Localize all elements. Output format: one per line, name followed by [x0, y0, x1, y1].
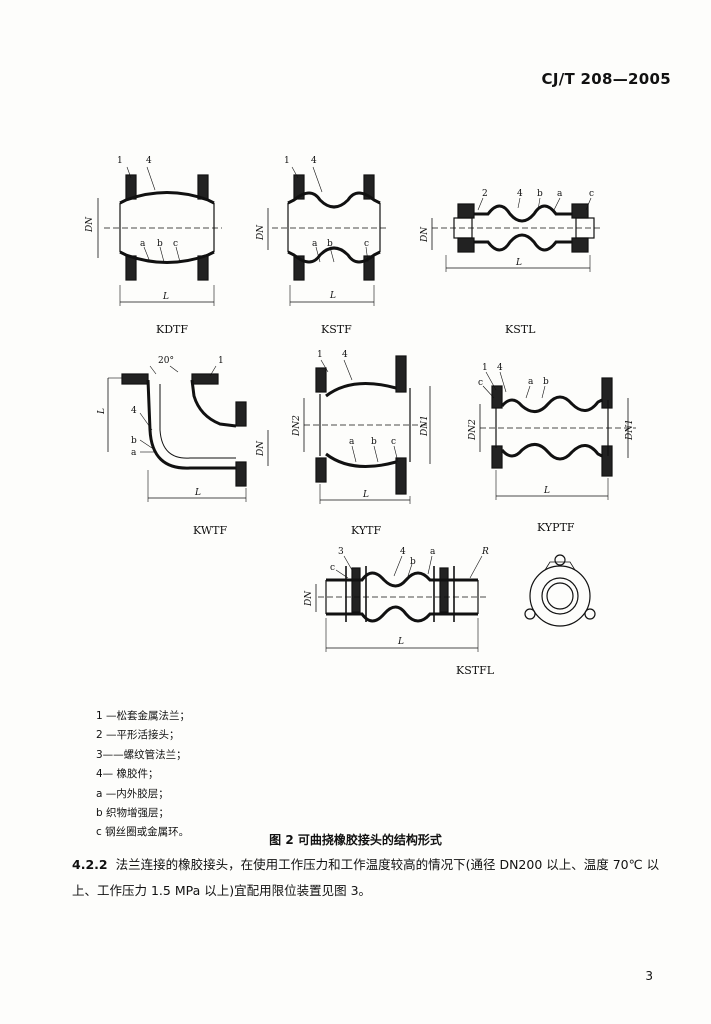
- standard-header: CJ/T 208—2005: [541, 70, 671, 88]
- drawing-kstfl: 3 c 4 b a R DN L: [304, 547, 596, 652]
- label-kstl-c: c: [589, 189, 594, 199]
- label-kwtf-20deg: 20°: [158, 356, 174, 366]
- label-kdtf-l: L: [162, 292, 169, 302]
- label-kdtf-dn: DN: [85, 216, 95, 233]
- label-kstfl-4: 4: [400, 547, 406, 557]
- label-kstl-b: b: [537, 189, 543, 199]
- legend-item: 2 —平形活接头；: [96, 729, 180, 742]
- label-kwtf-l-vertical: L: [97, 408, 107, 415]
- figure-legend: 1 —松套金属法兰； 2 —平形活接头； 3——螺纹管法兰； 4— 橡胶件； a…: [96, 707, 190, 843]
- label-kwtf-l-horizontal: L: [194, 488, 201, 498]
- legend-item: 1 —松套金属法兰；: [96, 710, 191, 722]
- label-kstf-a: a: [312, 239, 318, 249]
- label-kstf-l: L: [329, 291, 336, 301]
- label-kstl-l: L: [515, 258, 522, 268]
- label-kytf-c: c: [391, 437, 396, 447]
- label-kdtf-c: c: [173, 239, 178, 249]
- label-kstl-a: a: [557, 189, 563, 199]
- label-kstf-b: b: [327, 239, 333, 249]
- label-kstl-2: 2: [482, 189, 488, 199]
- caption-kstf: KSTF: [321, 323, 352, 336]
- legend-item: 3——螺纹管法兰；: [96, 748, 187, 761]
- label-kyptf-b: b: [543, 377, 549, 387]
- label-kstf-dn: DN: [256, 224, 266, 241]
- label-kwtf-a: a: [131, 448, 137, 458]
- label-kyptf-dn2: DN2: [468, 419, 478, 441]
- label-kyptf-dn1: DN1: [625, 419, 635, 441]
- caption-kyptf: KYPTF: [537, 521, 575, 534]
- label-kytf-b: b: [371, 437, 377, 447]
- legend-item: b 织物增强层；: [96, 807, 170, 820]
- label-kytf-1: 1: [317, 350, 323, 360]
- label-kdtf-1: 1: [117, 156, 123, 166]
- label-kstfl-dn: DN: [304, 590, 314, 607]
- caption-kstl: KSTL: [505, 323, 536, 336]
- label-kytf-dn1: DN1: [420, 415, 430, 437]
- figure-2-drawings: 1 4 a b c DN L 1 4 a b c DN L: [85, 156, 636, 652]
- label-kstfl-a: a: [430, 547, 436, 557]
- drawing-kwtf: 20° 1 L 4 b a DN L: [97, 356, 269, 502]
- label-kytf-dn2: DN2: [292, 415, 302, 437]
- page-number: 3: [645, 969, 653, 983]
- caption-kdtf: KDTF: [156, 323, 189, 336]
- label-kdtf-b: b: [157, 239, 163, 249]
- label-kyptf-4: 4: [497, 363, 503, 373]
- drawing-kstf: 1 4 a b c DN L: [256, 156, 388, 306]
- label-kwtf-dn: DN: [256, 440, 266, 457]
- label-kstfl-l: L: [397, 637, 404, 647]
- label-kytf-l: L: [362, 490, 369, 500]
- figure-title: 图 2 可曲挠橡胶接头的结构形式: [269, 833, 442, 847]
- label-kytf-a: a: [349, 437, 355, 447]
- drawing-kytf: 1 4 DN2 DN1 a b c L: [292, 350, 431, 504]
- legend-item: c 钢丝圈或金属环。: [96, 826, 190, 839]
- label-kstf-4: 4: [311, 156, 317, 166]
- label-kstfl-r: R: [481, 547, 489, 557]
- label-kdtf-4: 4: [146, 156, 152, 166]
- label-kstfl-3: 3: [338, 547, 344, 557]
- drawing-kdtf: 1 4 a b c DN L: [85, 156, 222, 306]
- label-kstf-c: c: [364, 239, 369, 249]
- drawing-kyptf: 1 4 c a b DN2 DN1 L: [468, 363, 636, 500]
- label-kwtf-4: 4: [131, 406, 137, 416]
- label-kstfl-b: b: [410, 557, 416, 567]
- label-kstl-4: 4: [517, 189, 523, 199]
- label-kwtf-1: 1: [218, 356, 224, 366]
- label-kdtf-a: a: [140, 239, 146, 249]
- label-kyptf-l: L: [543, 486, 550, 496]
- legend-item: a —内外胶层；: [96, 787, 169, 800]
- label-kstl-dn: DN: [420, 226, 430, 243]
- label-kyptf-a: a: [528, 377, 534, 387]
- drawing-kstl: 2 4 b a c DN L: [420, 189, 600, 272]
- label-kytf-4: 4: [342, 350, 348, 360]
- clause-text: 法兰连接的橡胶接头，在使用工作压力和工作温度较高的情况下(通径 DN200 以上…: [72, 857, 660, 898]
- caption-kstfl: KSTFL: [456, 664, 495, 677]
- label-kwtf-b: b: [131, 436, 137, 446]
- caption-kwtf: KWTF: [193, 524, 228, 537]
- label-kstf-1: 1: [284, 156, 290, 166]
- legend-item: 4— 橡胶件；: [96, 768, 159, 781]
- caption-kytf: KYTF: [351, 524, 382, 537]
- label-kyptf-1: 1: [482, 363, 488, 373]
- clause-number: 4.2.2: [72, 857, 108, 872]
- label-kstfl-c: c: [330, 563, 335, 573]
- label-kyptf-c: c: [478, 378, 483, 388]
